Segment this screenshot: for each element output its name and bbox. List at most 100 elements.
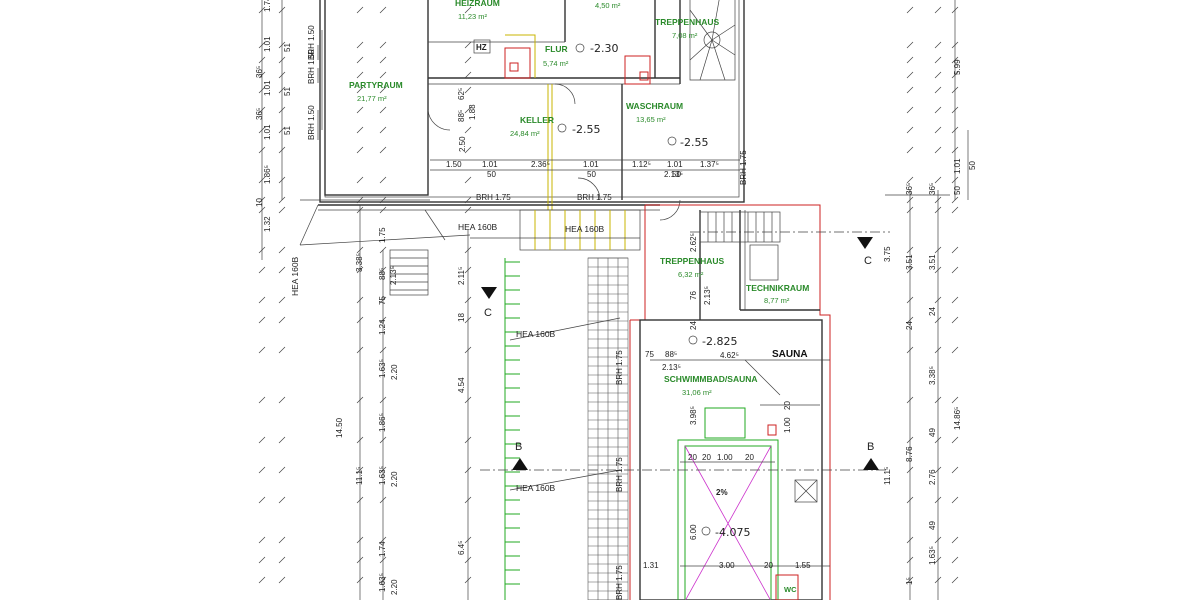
level-flur: -2.30 — [590, 42, 618, 55]
dim-text: 49 — [928, 428, 937, 437]
dimension-texts: 1.74 1.01 51 36⁵ 1.01 51 36⁵ 51 1.01 1.8… — [255, 0, 977, 595]
dim-tick — [951, 436, 959, 444]
dim-tick — [934, 56, 942, 64]
dim-tick — [356, 146, 364, 154]
level-symbol-icon — [575, 43, 585, 53]
room-wc-name: WC — [784, 585, 797, 594]
dim-tick — [906, 176, 914, 184]
level-schwimmbad: -2.825 — [702, 335, 737, 348]
room-keller-name: KELLER — [520, 115, 554, 125]
level-keller: -2.55 — [572, 123, 600, 136]
room-partyraum-area: 21,77 m² — [357, 94, 387, 103]
dim-tick — [464, 346, 472, 354]
dim-text: 1.01 — [583, 160, 599, 169]
dim-tick — [934, 536, 942, 544]
dim-text: 2.20 — [390, 579, 399, 595]
dim-tick — [906, 556, 914, 564]
dim-tick — [379, 316, 387, 324]
room-flur-name: FLUR — [545, 44, 568, 54]
dim-text: 2.62⁵ — [689, 233, 698, 252]
dim-text: 1.88 — [468, 104, 477, 120]
dim-text: 1.01 — [482, 160, 498, 169]
dim-tick — [951, 346, 959, 354]
brh-label: BRH 1.75 — [739, 150, 748, 185]
dim-tick — [258, 396, 266, 404]
dim-tick — [278, 396, 286, 404]
room-treppenhaus-area: 6,32 m² — [678, 270, 704, 279]
pool-slope: 2% — [716, 488, 728, 497]
dim-text: 2.13⁵ — [662, 363, 681, 372]
dim-tick — [356, 246, 364, 254]
dim-tick — [379, 396, 387, 404]
lower-building — [629, 204, 831, 600]
dim-text: 51 — [283, 43, 292, 52]
dim-text: 1.74 — [378, 541, 387, 557]
dim-tick — [258, 466, 266, 474]
dim-tick — [464, 296, 472, 304]
dim-tick — [278, 556, 286, 564]
room-keller-area: 24,84 m² — [510, 129, 540, 138]
dim-tick — [906, 316, 914, 324]
dim-text: 62⁵ — [457, 88, 466, 100]
dim-text: 88⁵ — [378, 268, 387, 280]
room-technikraum-area: 8,77 m² — [764, 296, 790, 305]
dim-tick — [379, 576, 387, 584]
dim-text: 75 — [645, 350, 654, 359]
level-symbol-icon — [667, 136, 677, 146]
dim-text: 2.11⁵ — [457, 267, 466, 285]
dim-text: 50 — [968, 161, 977, 170]
dim-tick — [258, 176, 266, 184]
dim-tick — [934, 436, 942, 444]
dim-tick — [951, 196, 959, 204]
dim-text: 36⁵ — [905, 183, 914, 195]
dim-tick — [379, 536, 387, 544]
dim-tick — [906, 246, 914, 254]
dim-tick — [464, 266, 472, 274]
dim-tick — [906, 56, 914, 64]
dim-tick — [258, 196, 266, 204]
dim-text: 18 — [457, 313, 466, 322]
dim-tick — [278, 206, 286, 214]
dim-tick — [258, 296, 266, 304]
hz-label: HZ — [476, 43, 487, 52]
dim-tick — [934, 466, 942, 474]
dim-tick — [258, 106, 266, 114]
dim-tick — [464, 556, 472, 564]
brh-label: BRH 1.50 — [307, 25, 316, 60]
dim-text: 49 — [928, 521, 937, 530]
dim-tick — [951, 246, 959, 254]
dim-tick — [464, 196, 472, 204]
beam-label-3: HEA 160B — [565, 224, 605, 234]
dim-tick — [951, 146, 959, 154]
dim-tick — [906, 196, 914, 204]
dim-text: 3.51 — [928, 254, 937, 270]
dim-text: 3.51 — [905, 254, 914, 270]
dim-tick — [278, 146, 286, 154]
swimming-pool — [677, 407, 799, 600]
spiral-staircase — [689, 0, 736, 81]
dim-text: 1.50 — [446, 160, 462, 169]
level-symbol-icon — [557, 123, 567, 133]
dim-text: 50 — [487, 170, 496, 179]
dim-tick — [906, 106, 914, 114]
dim-tick — [951, 536, 959, 544]
dim-tick — [356, 296, 364, 304]
dim-tick — [278, 436, 286, 444]
dim-text: 5.99 — [953, 59, 962, 75]
dim-text: 20 — [764, 561, 773, 570]
dim-tick — [951, 71, 959, 79]
dim-tick — [356, 56, 364, 64]
dim-text: 2.76 — [928, 469, 937, 485]
room-treppenhaus-top-area: 7,08 m² — [672, 31, 698, 40]
dim-text: 2.50 — [458, 136, 467, 152]
dim-tick — [356, 496, 364, 504]
dim-tick — [356, 536, 364, 544]
dim-tick — [464, 176, 472, 184]
dim-tick — [934, 296, 942, 304]
dim-tick — [379, 346, 387, 354]
dim-text: 20 — [783, 401, 792, 410]
dim-tick — [258, 246, 266, 254]
dim-text: 24 — [689, 321, 698, 330]
dim-tick — [356, 126, 364, 134]
dim-text: 1.86⁵ — [263, 165, 272, 184]
